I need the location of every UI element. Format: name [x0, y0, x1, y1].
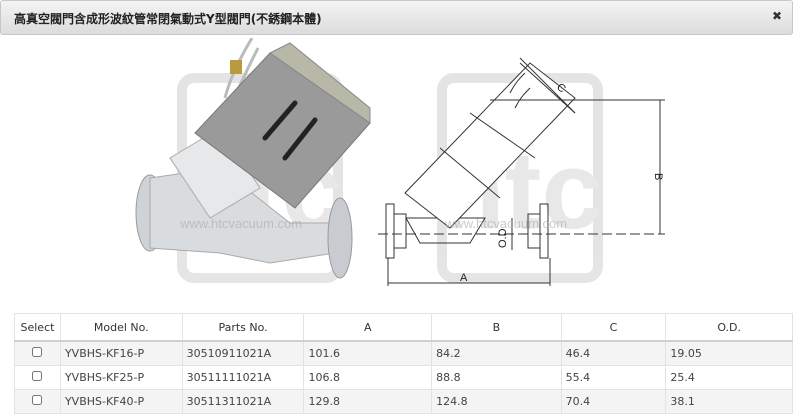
- watermark-text-left: www.htcvacuum.com: [179, 216, 302, 231]
- cell-a: 129.8: [303, 389, 433, 414]
- specs-table: Select Model No. Parts No. A B C O.D. YV…: [14, 313, 793, 414]
- cell-c: 46.4: [560, 340, 667, 366]
- dimension-label-b: B: [652, 173, 664, 180]
- watermark-text-right: www.htcvacuum.com: [444, 216, 567, 231]
- product-figure: htc htc: [135, 38, 665, 286]
- cell-parts: 30511311021A: [181, 389, 305, 414]
- header-model: Model No.: [59, 313, 183, 342]
- cell-c: 55.4: [560, 365, 667, 390]
- cell-model: YVBHS-KF16-P: [59, 340, 183, 366]
- cell-b: 124.8: [431, 389, 562, 414]
- dimension-label-od: O.D: [497, 228, 509, 248]
- row-select-checkbox[interactable]: [32, 395, 43, 405]
- valve-photo: [135, 38, 371, 279]
- row-select-checkbox[interactable]: [32, 371, 43, 381]
- dialog-title: 高真空閥門含成形波紋管常閉氣動式Y型閥門(不銹鋼本體): [14, 12, 322, 26]
- close-icon[interactable]: ✖: [771, 9, 782, 23]
- cell-od: 19.05: [665, 340, 793, 366]
- cell-a: 101.6: [303, 340, 433, 366]
- cell-od: 25.4: [665, 365, 793, 390]
- header-b: B: [431, 313, 562, 342]
- dimension-label-a: A: [460, 272, 468, 284]
- cell-model: YVBHS-KF40-P: [59, 389, 183, 414]
- header-od: O.D.: [665, 313, 793, 342]
- cell-parts: 30511111021A: [181, 365, 305, 390]
- table-row: YVBHS-KF16-P 30510911021A 101.6 84.2 46.…: [14, 340, 793, 366]
- table-row: YVBHS-KF40-P 30511311021A 129.8 124.8 70…: [14, 389, 793, 414]
- cell-c: 70.4: [560, 389, 667, 414]
- table-header-row: Select Model No. Parts No. A B C O.D.: [14, 313, 793, 342]
- cell-od: 38.1: [665, 389, 793, 414]
- cell-parts: 30510911021A: [181, 340, 305, 366]
- cell-a: 106.8: [303, 365, 433, 390]
- header-c: C: [560, 313, 667, 342]
- dialog-titlebar: 高真空閥門含成形波紋管常閉氣動式Y型閥門(不銹鋼本體) ✖: [0, 0, 793, 35]
- row-select-checkbox[interactable]: [32, 347, 43, 357]
- valve-dimension-drawing: [378, 57, 665, 286]
- header-a: A: [303, 313, 433, 342]
- cell-model: YVBHS-KF25-P: [59, 365, 183, 390]
- header-select: Select: [14, 313, 61, 342]
- table-row: YVBHS-KF25-P 30511111021A 106.8 88.8 55.…: [14, 365, 793, 390]
- cell-b: 84.2: [431, 340, 562, 366]
- header-parts: Parts No.: [181, 313, 305, 342]
- cell-b: 88.8: [431, 365, 562, 390]
